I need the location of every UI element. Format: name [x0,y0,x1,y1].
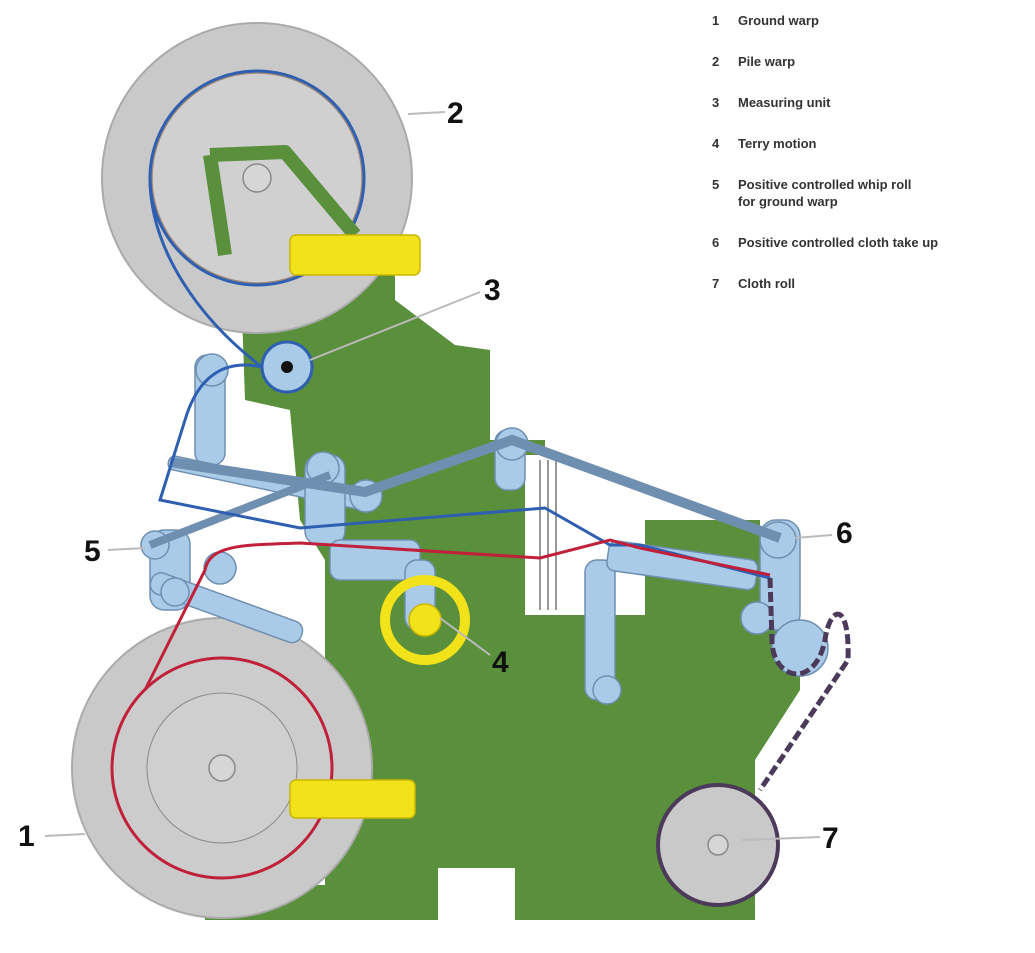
callout-4: 4 [492,646,509,679]
pile-warp-path [148,177,771,580]
callout-1: 1 [18,820,35,853]
legend-number: 3 [712,95,720,110]
legend-item-measuring-unit: 3 Measuring unit [712,94,1032,111]
legend: 1 Ground warp 2 Pile warp 3 Measuring un… [712,8,1032,292]
cloth-path [757,577,851,792]
callout-leaders [44,111,833,841]
cloth-roll [656,783,780,907]
legend-item-cloth-take-up: 6 Positive controlled cloth take up [712,234,1032,251]
callout-7: 7 [822,822,839,855]
ground-warp-beam [71,617,373,919]
legend-label: Cloth roll [738,276,796,291]
legend-item-terry-motion: 4 Terry motion [712,135,1032,152]
measuring-unit [260,340,314,394]
mechanism-parts [140,353,829,705]
legend-label: Ground warp [738,13,819,28]
pile-beam-arm [203,145,361,257]
legend-item-pile-warp: 2 Pile warp [712,53,1032,70]
legend-number: 4 [712,136,720,151]
callout-6: 6 [836,517,853,550]
legend-number: 1 [712,13,720,28]
ground-warp-path [143,538,771,691]
legend-label: Terry motion [738,136,817,151]
callout-2: 2 [447,97,464,130]
legend-label: Measuring unit [738,95,831,110]
yellow-parts [289,234,470,819]
legend-number: 6 [712,235,720,250]
callout-5: 5 [84,535,101,568]
legend-item-cloth-roll: 7 Cloth roll [712,275,1032,292]
legend-item-whip-roll: 5 Positive controlled whip roll for grou… [712,176,1032,210]
legend-number: 5 [712,177,720,192]
legend-number: 7 [712,276,720,291]
callout-3: 3 [484,274,501,307]
legend-label: Pile warp [738,54,796,69]
legend-item-ground-warp: 1 Ground warp [712,12,1032,29]
legend-label: Positive controlled whip roll for ground… [738,177,912,209]
legend-number: 2 [712,54,720,69]
legend-label: Positive controlled cloth take up [738,235,939,250]
